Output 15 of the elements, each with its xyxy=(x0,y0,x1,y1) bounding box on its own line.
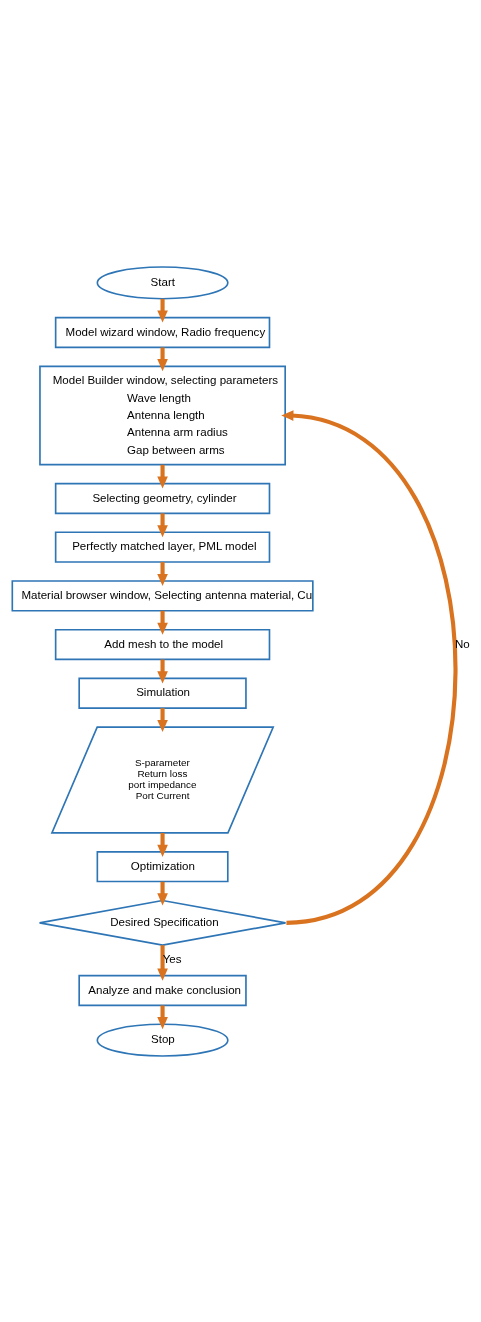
edge-label: No xyxy=(454,637,470,650)
node-box: Optimization xyxy=(96,850,229,882)
arrow xyxy=(280,409,457,925)
node-box: Perfectly matched layer, PML model xyxy=(54,530,270,563)
node-box: Material browser window, Selecting antenna material, Cu xyxy=(10,579,314,612)
node-box: Selecting geometry, cylinder xyxy=(54,482,270,514)
arrow xyxy=(156,944,168,981)
node-box: Model wizard window, Radio frequency xyxy=(54,316,270,348)
node-box: Simulation xyxy=(77,677,247,709)
node-ellipse: Stop xyxy=(96,1022,229,1057)
node-ellipse: Start xyxy=(96,265,229,300)
node-box: Model Builder window, selecting parameters Wave length Antenna length Antenna arm radius Gap between arms xyxy=(38,365,286,465)
node-diamond: Desired Specification xyxy=(38,899,286,946)
node-box: Add mesh to the model xyxy=(54,628,270,660)
node-box: Analyze and make conclusion xyxy=(77,974,247,1006)
